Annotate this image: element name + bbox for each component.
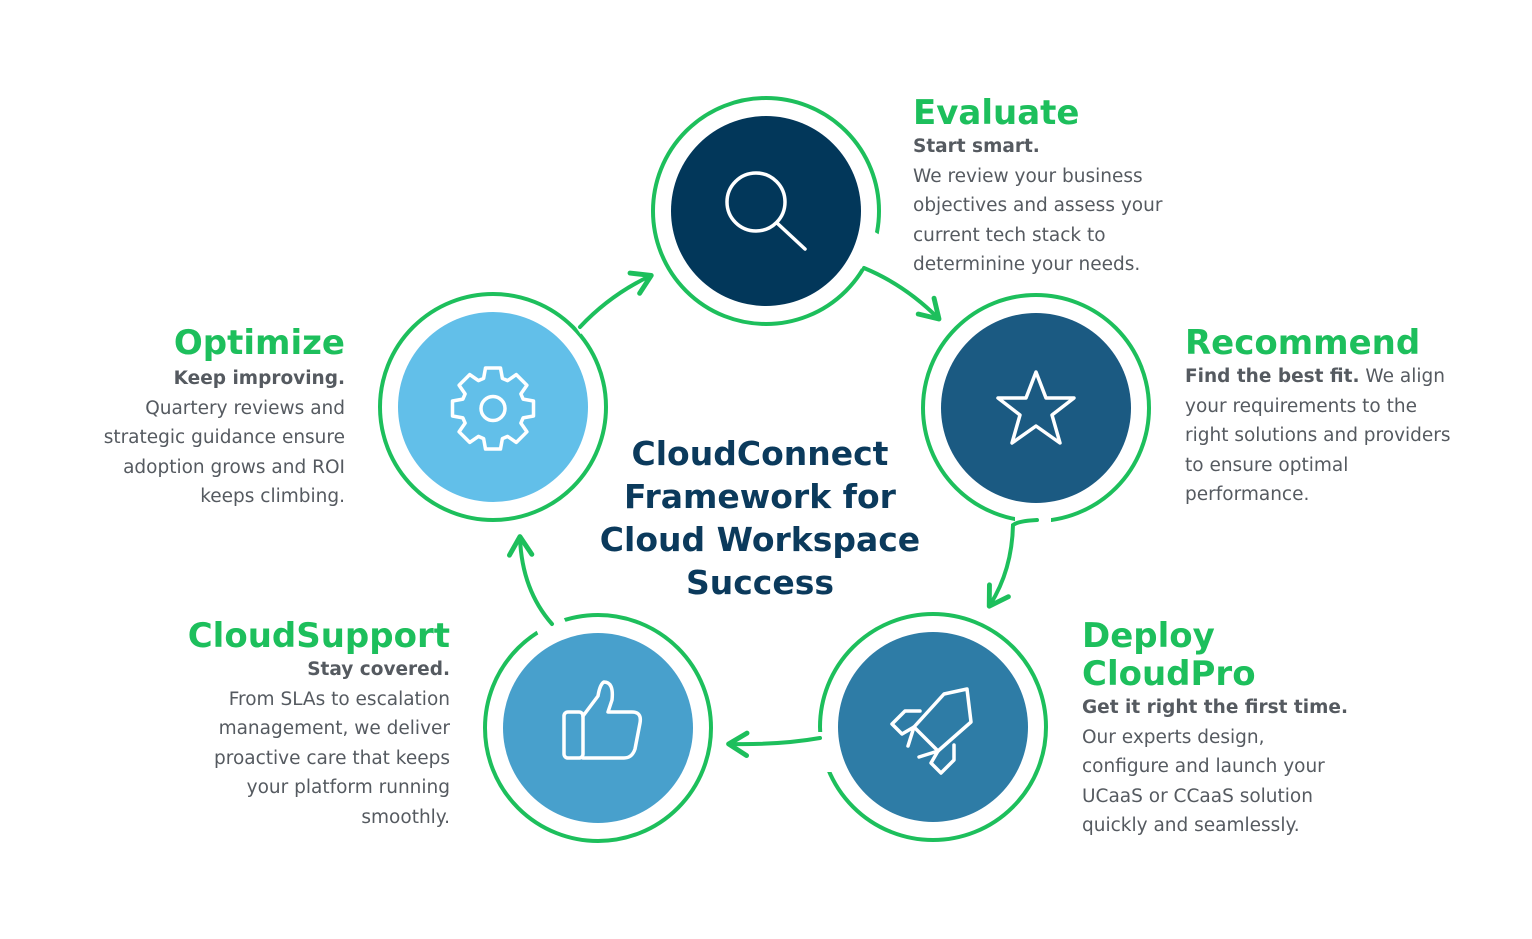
step-description: Stay covered. From SLAs to escalation man…: [180, 655, 450, 832]
arrow-deploy-to-support: [726, 730, 822, 758]
search-icon: [725, 171, 807, 251]
arrow-recommend-to-deploy: [986, 518, 1039, 609]
step-deploy: Deploy CloudPro Get it right the first t…: [1082, 617, 1352, 841]
rocket-icon: [890, 687, 973, 775]
step-title: CloudSupport: [187, 616, 450, 656]
step-title: Evaluate: [913, 93, 1080, 133]
step-body: We align your requirements to the right …: [1185, 366, 1451, 505]
ring-deploy: [818, 612, 1048, 842]
step-lead: Get it right the first time.: [1082, 697, 1348, 718]
gear-icon: [450, 366, 536, 451]
arrow-optimize-to-evaluate: [578, 270, 654, 329]
framework-title: CloudConnect Framework for Cloud Workspa…: [599, 434, 921, 602]
arrow-support-to-optimize: [507, 534, 554, 626]
step-title: Recommend: [1185, 323, 1421, 363]
circle-optimize: [398, 312, 588, 502]
step-recommend: Recommend Find the best fit. We align yo…: [1185, 324, 1455, 510]
step-evaluate: Evaluate Start smart. We review your busi…: [913, 94, 1173, 280]
step-support: CloudSupport Stay covered. From SLAs to e…: [180, 617, 450, 832]
step-description: Start smart. We review your business obje…: [913, 132, 1173, 280]
step-optimize: Optimize Keep improving. Quartery reviews…: [90, 324, 345, 512]
step-lead: Find the best fit.: [1185, 366, 1360, 387]
step-description: Find the best fit. We align your require…: [1185, 362, 1455, 510]
step-body: From SLAs to escalation management, we d…: [214, 688, 450, 828]
step-body: We review your business objectives and a…: [913, 165, 1163, 276]
step-description: Keep improving. Quartery reviews and stra…: [90, 364, 345, 512]
step-lead: Start smart.: [913, 136, 1040, 157]
circle-deploy: [838, 632, 1028, 822]
step-body: Quartery reviews and strategic guidance …: [103, 397, 345, 508]
ring-support: [483, 613, 713, 843]
step-lead: Keep improving.: [173, 368, 345, 389]
step-description: Get it right the first time. Our experts…: [1082, 693, 1352, 841]
star-icon: [996, 370, 1076, 445]
circle-support: [503, 633, 693, 823]
thumbs-up-icon: [562, 680, 643, 760]
circle-evaluate: [671, 116, 861, 306]
step-lead: Stay covered.: [307, 659, 450, 680]
step-title: Optimize: [173, 323, 345, 363]
circle-recommend: [941, 313, 1131, 503]
ring-evaluate: [651, 96, 881, 326]
step-body: Our experts design, configure and launch…: [1082, 726, 1325, 837]
ring-optimize: [378, 292, 608, 522]
arrow-evaluate-to-recommend: [862, 266, 942, 322]
step-title: Deploy CloudPro: [1082, 616, 1256, 694]
